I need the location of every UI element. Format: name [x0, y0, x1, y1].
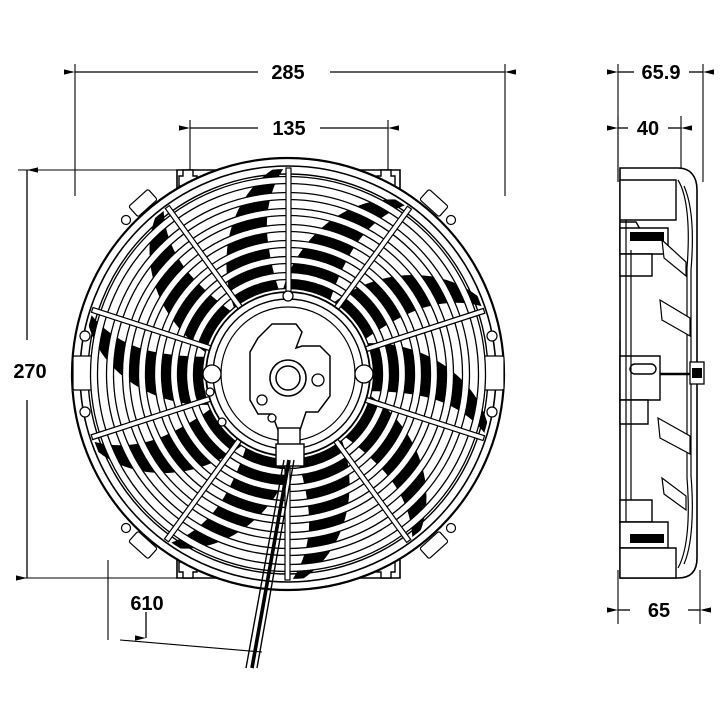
blade-step-upper-mid [659, 298, 691, 338]
lead-wire-core [250, 459, 291, 669]
lead-wire-connector [275, 427, 305, 467]
side-view [619, 167, 705, 579]
mount-hole-left [256, 394, 268, 406]
rim-clips [72, 189, 505, 559]
lead-wire [245, 459, 295, 669]
rim-bracket-tr [419, 189, 449, 217]
rim-rivet-right-upper [486, 330, 498, 342]
front-view [70, 156, 506, 669]
side-hub-detail [660, 361, 705, 385]
blade-step-top [661, 238, 687, 278]
blade-step-lower-mid [657, 416, 691, 455]
dim-label-135: 135 [272, 118, 305, 140]
connector-lower [275, 443, 305, 467]
bracket-bottom-box [619, 547, 677, 579]
rim-rivet-tr [445, 214, 457, 226]
rim-clip-right [483, 355, 505, 391]
hub-bosses [202, 290, 374, 427]
bracket-bottom-base [619, 499, 653, 523]
center-mount-base [619, 399, 649, 425]
shaft-bearing-inner [275, 365, 301, 391]
rim-bracket-br [419, 531, 449, 559]
rim-rivet-left-upper [79, 330, 91, 342]
bracket-top-box [619, 179, 677, 221]
side-bracket-top [619, 179, 677, 277]
side-center-mount [619, 340, 661, 440]
hub-side-slot [692, 368, 702, 378]
dim-label-659: 65.9 [642, 62, 681, 84]
mount-hole-right [311, 373, 325, 387]
blade-step-bottom [661, 476, 687, 512]
side-bracket-bottom [619, 499, 677, 579]
rim-rivet-bl [120, 522, 132, 534]
rim-rivet-tl [120, 214, 132, 226]
dimension-group-front [16, 64, 516, 653]
hub-boss-left [202, 364, 222, 384]
rim-rivet-br [445, 522, 457, 534]
connector-upper [277, 427, 301, 447]
rim-rivet-left-lower [79, 406, 91, 418]
mount-plate-holes [256, 373, 325, 423]
lead-wire-edge-right [256, 459, 295, 669]
mount-hole-bottom [267, 413, 277, 423]
hub-boss-lower-left [205, 387, 215, 397]
rim-bracket-tl [128, 189, 158, 217]
rim-rivet-right-lower [486, 406, 498, 418]
dim-label-285: 285 [271, 62, 304, 84]
center-mount-slot [629, 363, 657, 375]
dim-label-40: 40 [637, 118, 659, 140]
fan-assembly [70, 156, 506, 592]
dim-label-65-alt: 65 [648, 600, 670, 622]
bracket-top-base [619, 253, 653, 277]
side-spine-lines [625, 220, 632, 522]
bracket-top-slot [630, 232, 664, 241]
dim-label-270: 270 [13, 361, 46, 383]
hub-boss-bottom-left [217, 417, 227, 427]
hub-boss-top [282, 290, 294, 302]
dim-label-610: 610 [130, 593, 163, 615]
lead-wire-edge-left [245, 459, 285, 669]
dim-leader-610-base [119, 639, 263, 653]
bracket-bottom-slot [630, 534, 664, 543]
rim-bracket-bl [128, 531, 158, 559]
hub-boss-right [354, 364, 374, 384]
